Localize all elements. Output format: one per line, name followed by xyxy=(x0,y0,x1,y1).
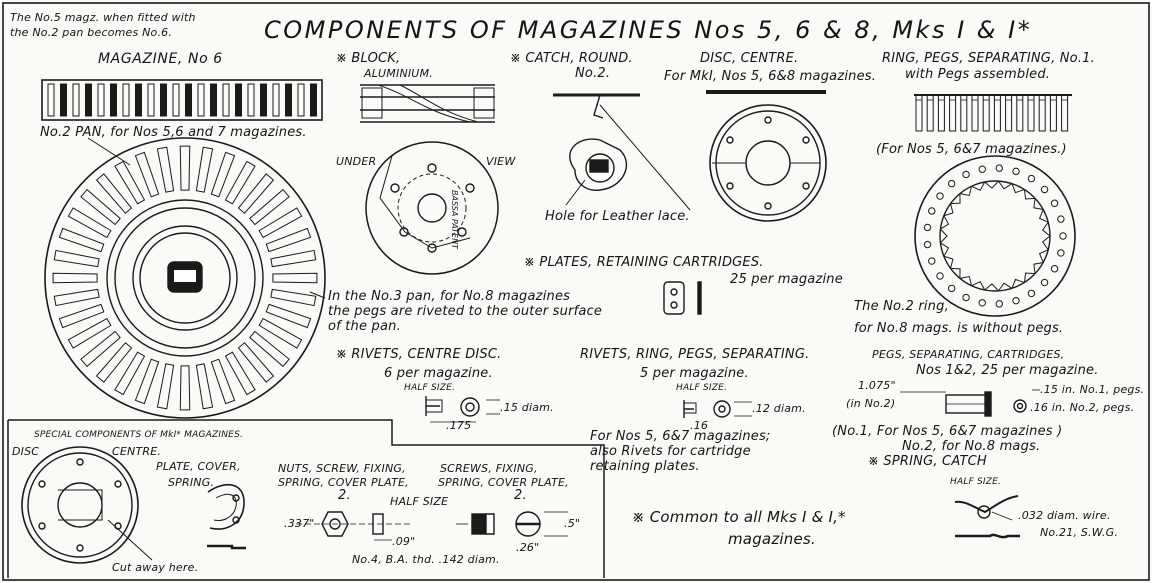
rivets-ring-half: HALF SIZE. xyxy=(676,383,728,393)
screws-qty: 2. xyxy=(514,488,527,503)
peg-drawing xyxy=(900,389,1040,417)
ring-label-2: with Pegs assembled. xyxy=(905,67,1051,82)
no3-pan-note-2: the pegs are riveted to the outer surfac… xyxy=(328,304,603,319)
hole-note: Hole for Leather lace. xyxy=(545,209,690,224)
spring-half-size: HALF SIZE. xyxy=(950,477,1002,487)
spring-wire-1: .032 diam. wire. xyxy=(1018,509,1111,522)
rivets-disc-len: .175 xyxy=(446,419,472,432)
rivets-ring-note-3: retaining plates. xyxy=(590,459,700,474)
pegs-label: PEGS, SEPARATING, CARTRIDGES, xyxy=(872,348,1065,361)
no3-pan-note-3: of the pan. xyxy=(328,319,401,334)
catch-label-2: No.2. xyxy=(575,66,611,81)
view-label: VIEW xyxy=(486,155,516,168)
plate-cover-spring-drawing xyxy=(207,483,246,550)
screw-fixing-drawing xyxy=(456,511,568,537)
no2-ring-note-1: The No.2 ring, xyxy=(854,299,949,314)
pegs-note-1: (No.1, For Nos 5, 6&7 magazines ) xyxy=(832,424,1063,439)
rivets-ring-label: RIVETS, RING, PEGS, SEPARATING. xyxy=(580,347,810,362)
page-title: COMPONENTS OF MAGAZINES Nos 5, 6 & 8, Mk… xyxy=(264,16,1033,44)
nut-screw-drawing xyxy=(296,511,410,541)
plates-qty: 25 per magazine xyxy=(730,272,843,287)
ring-label-1: RING, PEGS, SEPARATING, No.1. xyxy=(882,51,1095,66)
block-aluminium-drawing xyxy=(360,84,495,123)
plates-label: ※ PLATES, RETAINING CARTRIDGES. xyxy=(524,255,764,270)
pegs-note-2: No.2, for No.8 mags. xyxy=(902,439,1041,454)
special-centre-label: CENTRE. xyxy=(112,445,162,458)
rivets-disc-diam: .15 diam. xyxy=(500,401,554,414)
rivets-ring-len: .16 xyxy=(690,419,709,432)
pegs-qty: Nos 1&2, 25 per magazine. xyxy=(916,363,1099,378)
screws-label-2: SPRING, COVER PLATE, xyxy=(438,476,569,489)
magazine-label: MAGAZINE, No 6 xyxy=(98,51,223,67)
dim-337: .337" xyxy=(284,517,315,530)
special-components-border xyxy=(8,419,605,578)
spring-wire-2: No.21, S.W.G. xyxy=(1040,526,1119,539)
rivets-disc-label: ※ RIVETS, CENTRE DISC. xyxy=(336,347,502,362)
dim-5: .5" xyxy=(564,517,581,530)
retaining-plate-drawing xyxy=(663,281,702,315)
ring-pegs-plan xyxy=(914,155,1076,317)
plate-cover-label-2: SPRING. xyxy=(168,476,215,489)
catch-label-1: ※ CATCH, ROUND. xyxy=(510,51,633,66)
note-line-2: the No.2 pan becomes No.6. xyxy=(10,26,173,39)
rivets-disc-qty: 6 per magazine. xyxy=(384,366,493,381)
pegs-dim-2: .15 in. No.1, pegs. xyxy=(1040,383,1145,396)
common-note-2: magazines. xyxy=(728,530,816,548)
no3-pan-note-1: In the No.3 pan, for No.8 magazines xyxy=(328,289,571,304)
rivets-ring-note-2: also Rivets for cartridge xyxy=(590,444,751,459)
no2-ring-note-2: for No.8 mags. is without pegs. xyxy=(854,321,1064,336)
special-heading: SPECIAL COMPONENTS OF MkI* MAGAZINES. xyxy=(34,430,244,440)
catch-round-drawing xyxy=(553,93,691,211)
ring-note: (For Nos 5, 6&7 magazines.) xyxy=(876,142,1067,157)
note-line-1: The No.5 magz. when fitted with xyxy=(10,11,196,24)
rivet-centre-disc-drawing xyxy=(425,396,500,423)
special-disc-label: DISC xyxy=(12,445,40,458)
disc-centre-drawing xyxy=(706,90,827,222)
disc-label-1: DISC, CENTRE. xyxy=(700,51,799,66)
screws-label-1: SCREWS, FIXING, xyxy=(440,462,538,475)
nuts-label-2: SPRING, COVER PLATE, xyxy=(278,476,409,489)
spring-catch-drawing xyxy=(954,495,1020,539)
special-disc-centre-drawing xyxy=(21,446,153,564)
dim-26: .26" xyxy=(516,541,540,554)
nuts-qty: 2. xyxy=(338,488,351,503)
block-label-1: ※ BLOCK, xyxy=(336,51,401,66)
rivets-disc-half: HALF SIZE. xyxy=(404,383,456,393)
no2-pan-drawing xyxy=(44,137,326,419)
common-note-1: ※ Common to all Mks I & I,* xyxy=(632,508,846,526)
block-under-view xyxy=(365,141,499,275)
under-label: UNDER xyxy=(336,155,377,168)
block-label-2: ALUMINIUM. xyxy=(364,67,433,80)
thread-note: No.4, B.A. thd. .142 diam. xyxy=(352,553,500,566)
special-half-size: HALF SIZE xyxy=(390,495,449,508)
ring-pegs-side-view xyxy=(914,94,1072,132)
pegs-dim-3: .16 in. No.2, pegs. xyxy=(1030,401,1135,414)
disc-label-2: For MkI, Nos 5, 6&8 magazines. xyxy=(664,69,877,84)
cutaway-note: Cut away here. xyxy=(112,561,199,574)
pegs-dim-1: 1.075" xyxy=(858,379,896,392)
rivets-ring-diam: .12 diam. xyxy=(752,402,806,415)
plate-cover-label-1: PLATE, COVER, xyxy=(156,460,241,473)
rivets-ring-qty: 5 per magazine. xyxy=(640,366,749,381)
block-stamp-text: BASSA PATENT xyxy=(450,190,459,250)
nuts-label-1: NUTS, SCREW, FIXING, xyxy=(278,462,406,475)
rivets-ring-note-1: For Nos 5, 6&7 magazines; xyxy=(590,429,771,444)
dim-09: .09" xyxy=(392,535,416,548)
rivet-ring-drawing xyxy=(683,400,752,418)
magazine-side-view xyxy=(41,79,323,121)
pan-label: No.2 PAN, for Nos 5,6 and 7 magazines. xyxy=(40,125,307,140)
spring-catch-label: ※ SPRING, CATCH xyxy=(868,454,987,469)
pegs-dim-1b: (in No.2) xyxy=(846,397,896,410)
